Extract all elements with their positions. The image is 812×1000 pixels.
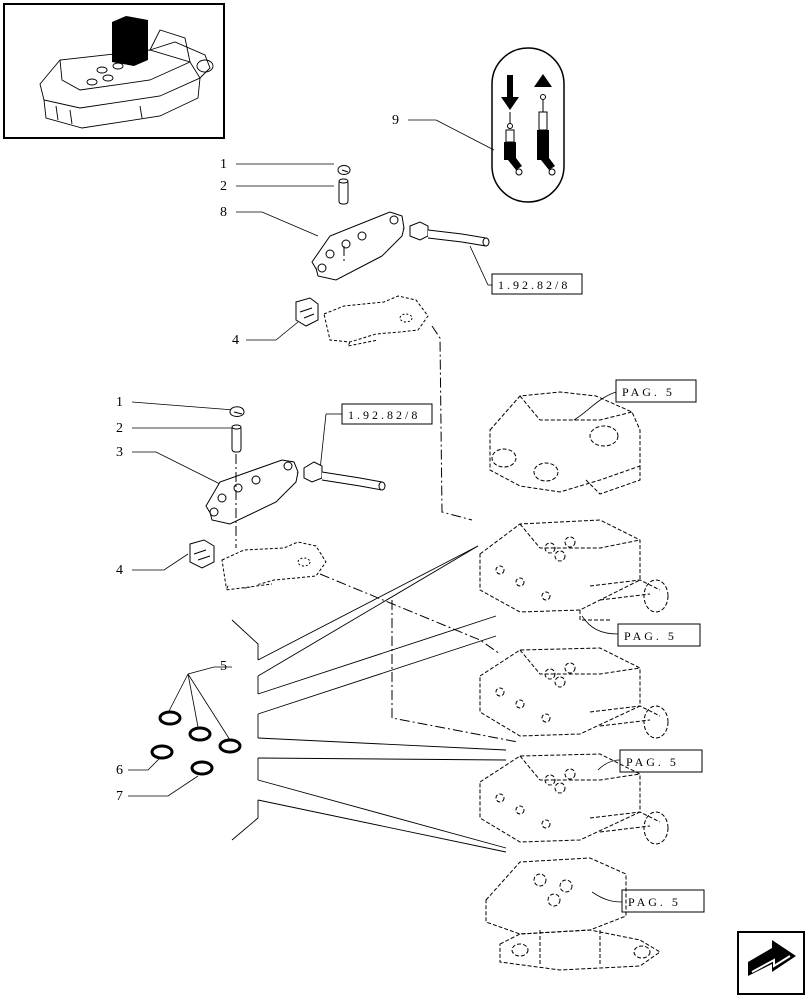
callout-2-lower: 2 — [116, 421, 123, 436]
callout-labels: 1 2 8 4 1 2 3 4 5 6 7 9 — [116, 113, 399, 804]
upper-lever-group — [311, 165, 490, 281]
leader-lines — [128, 119, 623, 903]
ref-label-mid[interactable]: 1.92.82/8 — [348, 408, 420, 422]
lift-thumbnail-icon — [3, 3, 225, 139]
valve-section-1 — [479, 519, 669, 621]
ref-label-top[interactable]: 1.92.82/8 — [498, 278, 570, 292]
center-lines — [235, 246, 519, 743]
callout-2-upper: 2 — [220, 179, 227, 194]
lower-raise-cylinder-icon — [491, 47, 565, 203]
seal-bracket — [231, 545, 507, 853]
valve-section-3 — [479, 753, 669, 845]
callout-1-upper: 1 — [220, 157, 227, 172]
pag-label-1[interactable]: PAG. 5 — [622, 385, 675, 399]
callout-4-lower: 4 — [116, 563, 123, 578]
callout-9: 9 — [392, 113, 399, 128]
pag-label-2[interactable]: PAG. 5 — [624, 629, 677, 643]
valve-section-top — [489, 391, 641, 495]
valve-section-2 — [479, 647, 669, 739]
next-page-arrow-icon[interactable] — [737, 931, 805, 995]
lower-lever-group — [189, 406, 386, 591]
callout-3: 3 — [116, 445, 123, 460]
reference-labels: 1.92.82/8 1.92.82/8 PAG. 5 PAG. 5 PAG. 5… — [348, 278, 681, 909]
callout-7: 7 — [116, 789, 123, 804]
pag-label-4[interactable]: PAG. 5 — [628, 895, 681, 909]
callout-5: 5 — [220, 659, 227, 674]
o-rings — [150, 710, 242, 776]
valve-end-plate — [485, 857, 661, 971]
pag-label-3[interactable]: PAG. 5 — [626, 755, 679, 769]
callout-4-upper: 4 — [232, 333, 239, 348]
upper-block-group — [295, 295, 429, 347]
callout-1-lower: 1 — [116, 395, 123, 410]
callout-8: 8 — [220, 205, 227, 220]
callout-6: 6 — [116, 763, 123, 778]
ref-boxes — [341, 273, 705, 913]
